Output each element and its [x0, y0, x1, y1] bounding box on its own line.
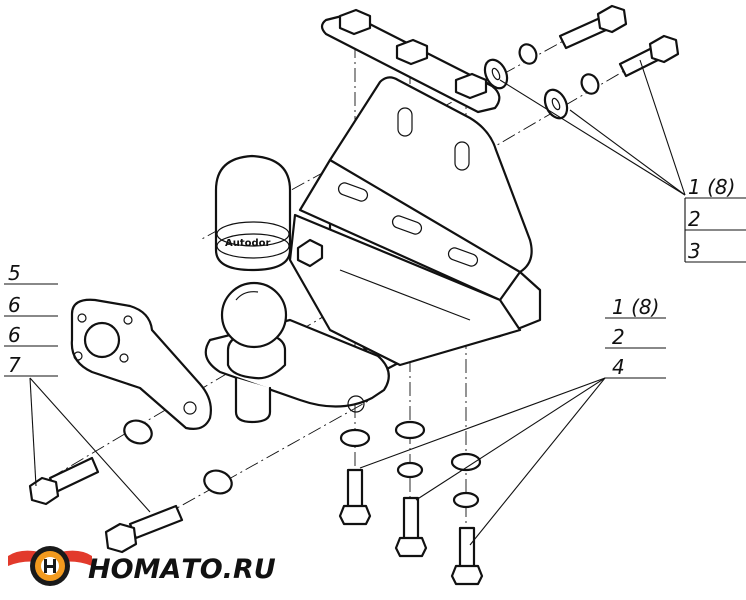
callout-label: 5	[8, 261, 21, 285]
callout-group-right-bottom: 1 (8) 2 4	[605, 295, 666, 379]
callout-group-left: 5 6 6 7	[4, 261, 58, 377]
callout-label: 2	[612, 325, 625, 349]
callout-label: 2	[688, 207, 701, 231]
socket-plate	[70, 298, 212, 430]
homato-logo: НОМАТО.RU	[8, 546, 276, 586]
callout-label: 1 (8)	[612, 295, 659, 319]
logo-text: НОМАТО.RU	[88, 554, 276, 585]
callout-label: 4	[612, 355, 625, 379]
ball-cover-brand: Autodor	[225, 238, 271, 249]
tow-ball-hitch	[204, 281, 390, 424]
nut-1	[338, 8, 372, 36]
bolts-bottom	[28, 456, 484, 586]
nut-3	[454, 72, 488, 100]
leader-lines	[29, 59, 686, 546]
ball-cover: Autodor	[214, 154, 292, 272]
callout-label: 1 (8)	[688, 175, 735, 199]
washers-bottom	[123, 419, 482, 509]
top-strip-plate	[320, 8, 501, 114]
mounting-bracket	[288, 76, 542, 372]
callout-group-right-top: 1 (8) 2 3	[684, 175, 746, 263]
small-nut	[296, 238, 324, 268]
nut-2	[395, 38, 429, 66]
bolts-top	[558, 4, 680, 78]
callout-label: 6	[8, 293, 21, 317]
callout-label: 6	[8, 323, 21, 347]
callout-label: 7	[8, 353, 21, 377]
callout-label: 3	[688, 239, 701, 263]
logo-emblem-icon	[8, 546, 92, 586]
